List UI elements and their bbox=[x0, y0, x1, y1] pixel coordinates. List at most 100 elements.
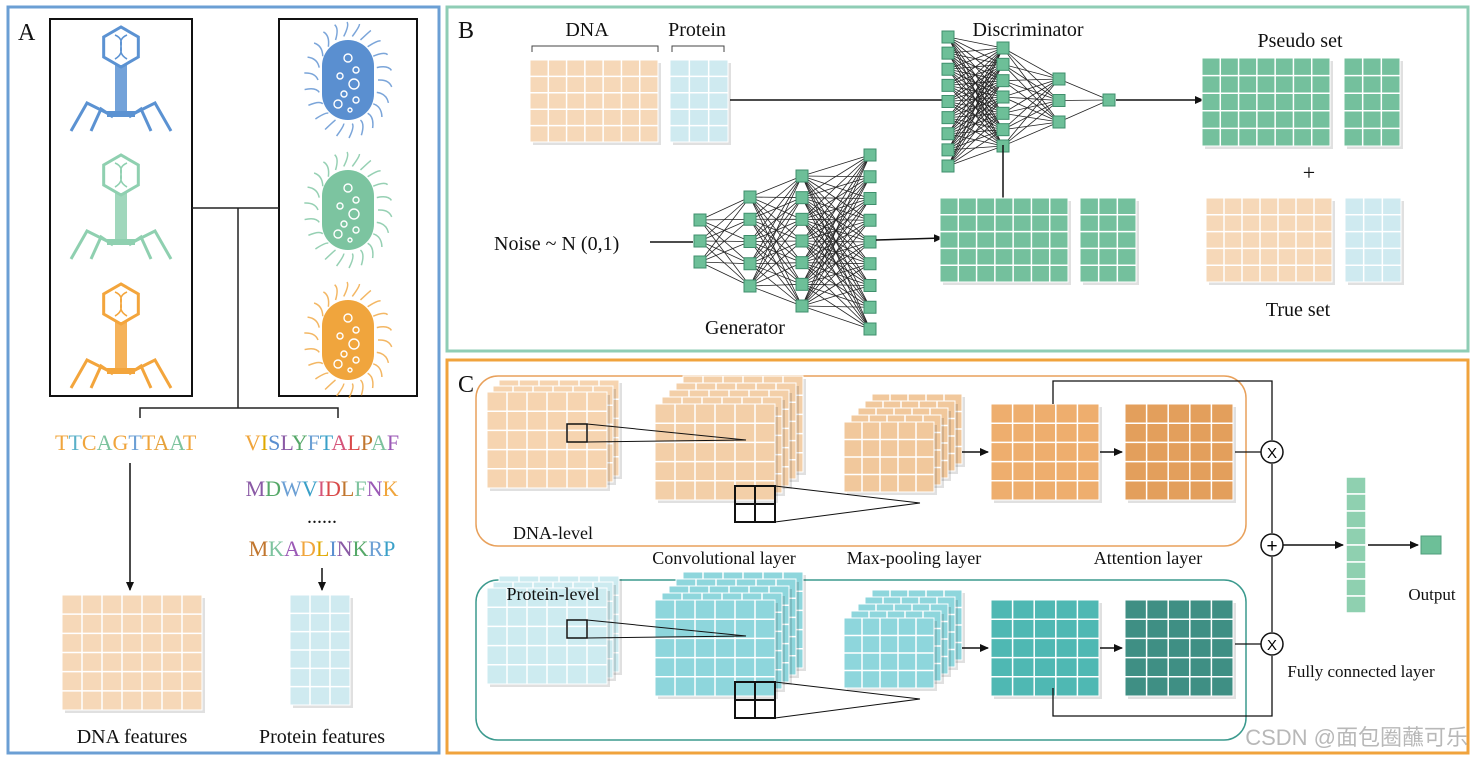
fc-unit bbox=[1345, 544, 1367, 563]
b-protein-matrix bbox=[669, 59, 731, 145]
dna-features-matrix bbox=[61, 594, 205, 713]
network-node bbox=[941, 111, 955, 125]
network-node bbox=[941, 95, 955, 108]
protein-pool-stack-layer bbox=[843, 617, 937, 691]
panel-b-letter: B bbox=[458, 18, 474, 44]
panel-b-border bbox=[445, 5, 1470, 353]
pseudo-protein-grid bbox=[1343, 57, 1403, 149]
true-set-protein-matrix bbox=[1344, 197, 1404, 285]
dna-multiply-node: X bbox=[1260, 440, 1284, 464]
network-node bbox=[996, 74, 1010, 88]
protein-level-pipeline bbox=[486, 571, 1236, 719]
add-node: + bbox=[1260, 533, 1284, 557]
network-node bbox=[1052, 94, 1066, 107]
bacterium-icon bbox=[304, 281, 393, 399]
watermark: CSDN @面包圈蘸可乐 bbox=[1245, 725, 1468, 750]
protein-sequence: ...... bbox=[307, 506, 337, 528]
network-node bbox=[941, 159, 955, 173]
dna-bracket bbox=[531, 45, 659, 52]
dna-features-label: DNA features bbox=[77, 726, 188, 748]
network-node bbox=[863, 148, 877, 162]
fully-connected-vector bbox=[1345, 476, 1367, 614]
network-node bbox=[863, 279, 877, 292]
plus-sign: + bbox=[1303, 160, 1315, 185]
protein-sequence: MKADLINKRP bbox=[249, 536, 396, 561]
network-node bbox=[996, 123, 1010, 137]
fully-connected-layer-label: Fully connected layer bbox=[1287, 662, 1435, 681]
fc-unit bbox=[1345, 561, 1367, 580]
true-dna-grid bbox=[1205, 197, 1335, 285]
network-nodes bbox=[941, 30, 1116, 173]
dna-level-pipeline bbox=[486, 375, 1236, 523]
generator-network bbox=[693, 148, 877, 336]
network-node bbox=[795, 191, 809, 205]
dna-level-label: DNA-level bbox=[513, 523, 593, 543]
phage-icon bbox=[69, 282, 173, 389]
pseudo-set-dna-matrix bbox=[1201, 57, 1333, 149]
protein-level-label: Protein-level bbox=[507, 584, 600, 604]
output-node bbox=[1420, 535, 1442, 555]
fc-unit bbox=[1345, 510, 1367, 529]
b-protein-grid bbox=[669, 59, 731, 145]
output-label: Output bbox=[1408, 585, 1456, 604]
dna-pool-stack-layer bbox=[843, 421, 937, 495]
convolutional-layer-label: Convolutional layer bbox=[652, 548, 795, 568]
dna-sequence: TTCAGTTAAT bbox=[55, 430, 197, 455]
generated-protein-grid bbox=[1079, 197, 1139, 285]
network-node bbox=[863, 322, 877, 336]
protein-attention-output-grid bbox=[1124, 599, 1236, 699]
network-node bbox=[795, 169, 809, 183]
network-node bbox=[941, 30, 955, 44]
protein-level-branch-box bbox=[475, 579, 1247, 741]
true-set-label: True set bbox=[1266, 299, 1331, 321]
network-node bbox=[941, 127, 955, 141]
generator-label: Generator bbox=[705, 317, 785, 339]
dna-level-branch-box bbox=[475, 375, 1247, 547]
dna-input-stack bbox=[486, 379, 622, 491]
protein-input-stack-layer bbox=[486, 587, 610, 687]
network-node bbox=[743, 257, 757, 271]
panel-a-border bbox=[6, 5, 441, 755]
network-node bbox=[996, 41, 1010, 55]
panel-b: B DNA Protein Discriminator Pseudo set +… bbox=[445, 5, 1470, 353]
network-node bbox=[795, 256, 809, 270]
network-node bbox=[863, 257, 877, 271]
panel-c-letter: C bbox=[458, 372, 474, 398]
network-node bbox=[743, 235, 757, 248]
network-node bbox=[795, 212, 809, 226]
dna-input-label: DNA bbox=[565, 19, 609, 41]
fc-unit bbox=[1345, 476, 1367, 495]
true-protein-grid bbox=[1344, 197, 1404, 285]
network-node bbox=[941, 62, 955, 76]
network-node bbox=[996, 106, 1010, 120]
b-dna-matrix bbox=[529, 59, 661, 145]
svg-text:X: X bbox=[1267, 445, 1277, 462]
bacterium-icon bbox=[304, 21, 393, 139]
network-node bbox=[693, 234, 707, 248]
protein-input-label: Protein bbox=[668, 19, 726, 41]
noise-label: Noise ~ N (0,1) bbox=[494, 233, 619, 255]
network-node bbox=[693, 213, 707, 227]
network-node bbox=[941, 46, 955, 60]
network-node bbox=[996, 57, 1010, 71]
discriminator-network bbox=[941, 30, 1116, 173]
pseudo-set-label: Pseudo set bbox=[1258, 30, 1343, 52]
network-edges bbox=[947, 36, 1110, 167]
dna-conv-stack bbox=[654, 375, 806, 503]
generated-dna-matrix bbox=[939, 197, 1071, 285]
protein-features-matrix bbox=[289, 594, 353, 708]
phage-icons bbox=[69, 25, 173, 389]
network-node bbox=[863, 192, 877, 205]
network-node bbox=[693, 255, 707, 269]
protein-conv-stack bbox=[654, 571, 806, 699]
true-set-dna-matrix bbox=[1205, 197, 1335, 285]
network-node bbox=[795, 234, 809, 248]
protein-multiply-node: X bbox=[1260, 632, 1284, 656]
dna-pool-stack bbox=[843, 393, 965, 495]
protein-sequence: MDWVIDLFNK bbox=[246, 476, 399, 501]
panel-c-border bbox=[445, 358, 1470, 755]
max-pooling-layer-label: Max-pooling layer bbox=[847, 548, 981, 568]
fc-unit bbox=[1345, 527, 1367, 546]
protein-bracket bbox=[671, 45, 725, 52]
